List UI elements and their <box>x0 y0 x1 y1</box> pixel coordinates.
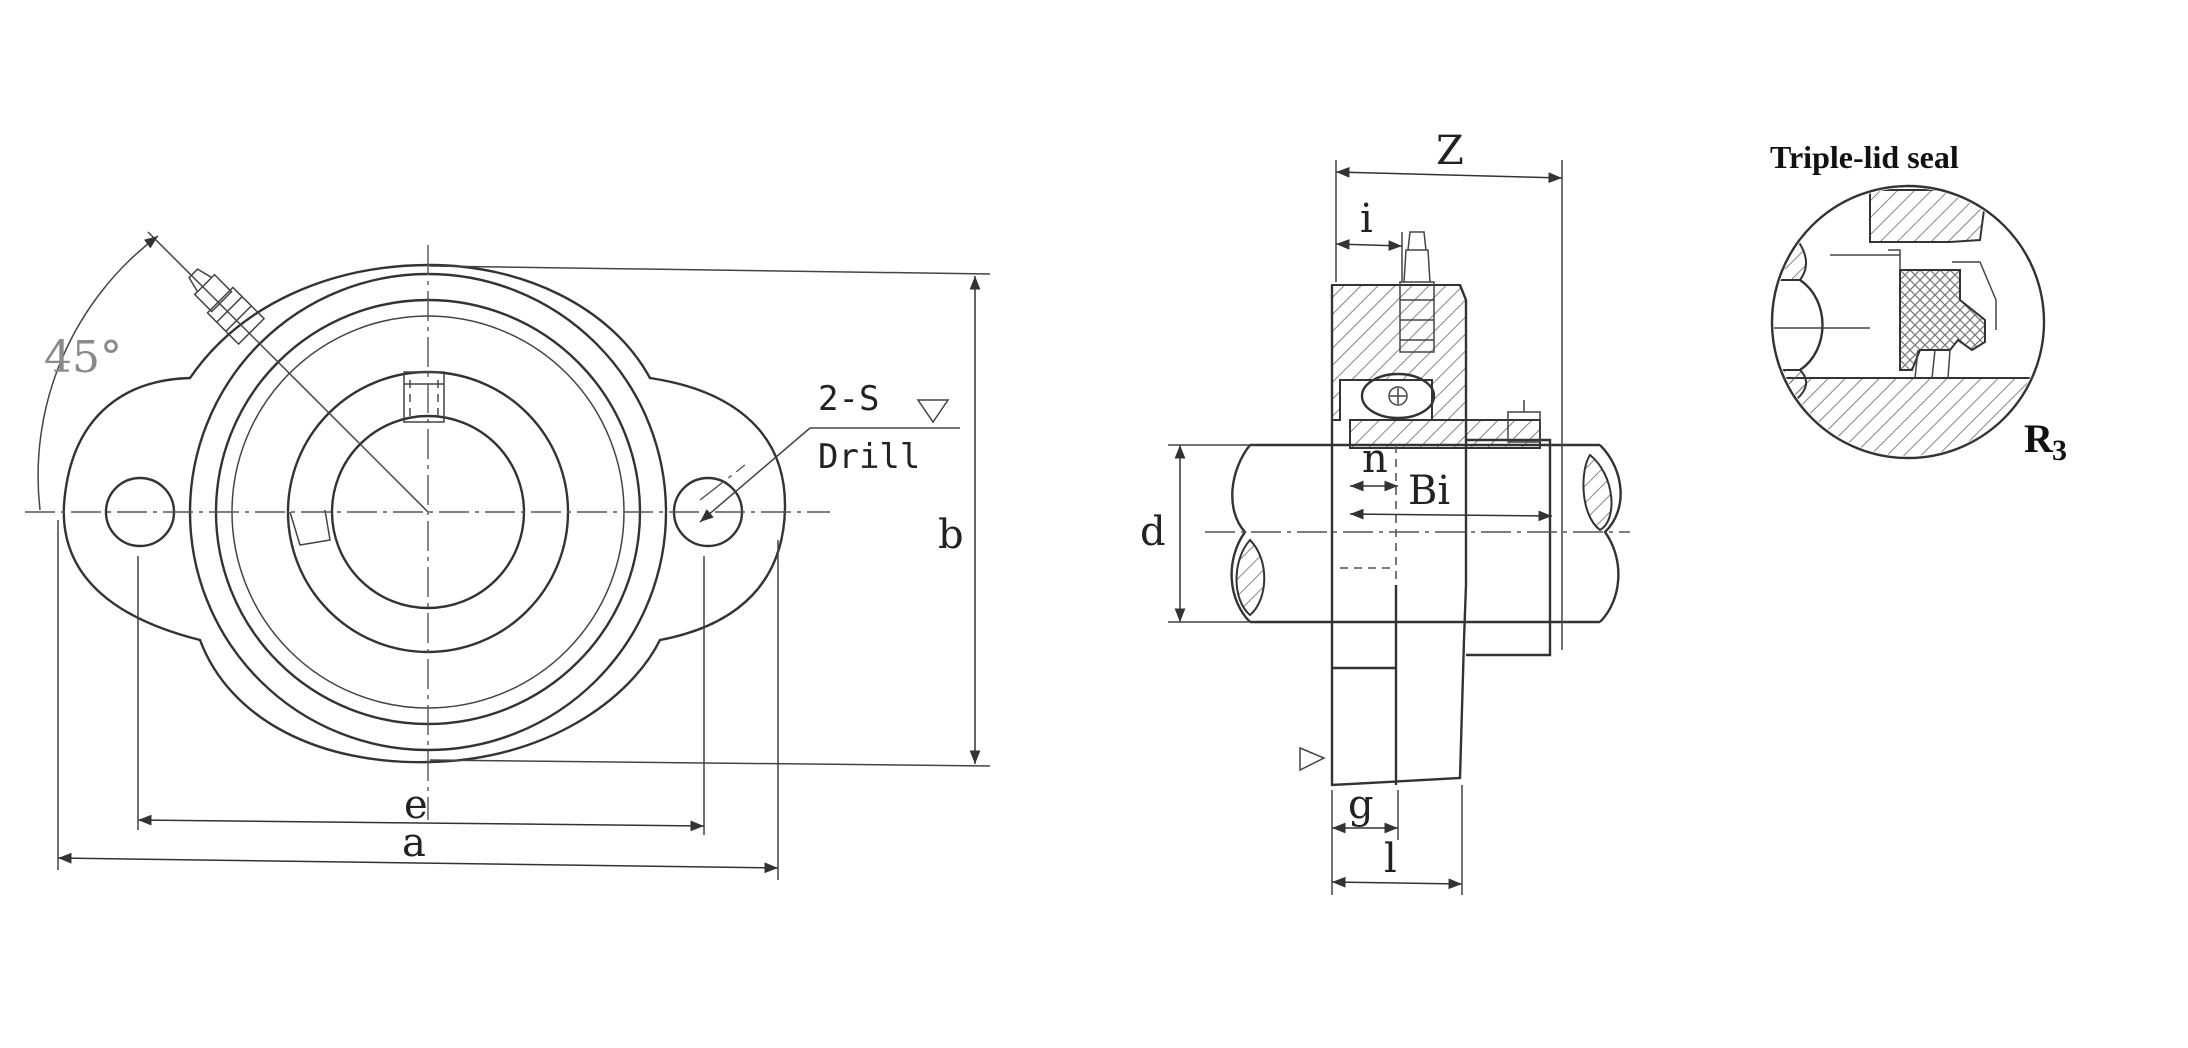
drill-label: Drill <box>818 437 920 477</box>
seal-title: Triple-lid seal <box>1770 139 1959 175</box>
dim-z: Z <box>1436 128 1464 174</box>
dim-a: a <box>402 820 426 866</box>
dim-e: e <box>404 782 428 828</box>
housing-section-top <box>1331 284 1467 421</box>
machining-symbol-icon <box>916 399 950 424</box>
front-view: 45° 2-S Drill b e a <box>25 231 991 880</box>
housing-outline <box>1330 284 1468 787</box>
surface-mark-icon <box>1299 746 1326 772</box>
set-screw <box>403 371 445 423</box>
shaft <box>1250 443 1600 624</box>
grease-nipple-side-icon <box>1399 231 1435 353</box>
dim-n: n <box>1362 436 1388 482</box>
side-view: Z i n Bi d g l <box>1140 128 1630 895</box>
dim-l: l <box>1384 836 1397 882</box>
ball-element <box>1360 372 1436 420</box>
flange-outline <box>62 263 787 764</box>
angle-label: 45° <box>44 332 122 383</box>
detail-circle <box>1770 184 2046 460</box>
radius-subscript: 3 <box>2052 434 2067 467</box>
dim-b: b <box>938 512 964 558</box>
grease-nipple-icon <box>188 268 266 346</box>
dim-d: d <box>1140 509 1166 555</box>
seal-lip <box>1899 269 1986 371</box>
dim-i: i <box>1360 196 1373 242</box>
seal-detail: Triple-lid seal R 3 <box>1770 139 2067 467</box>
dim-g: g <box>1348 782 1374 828</box>
dim-bi: Bi <box>1408 468 1450 514</box>
radius-label: R <box>2024 416 2054 461</box>
hole-label: 2-S <box>818 379 879 419</box>
